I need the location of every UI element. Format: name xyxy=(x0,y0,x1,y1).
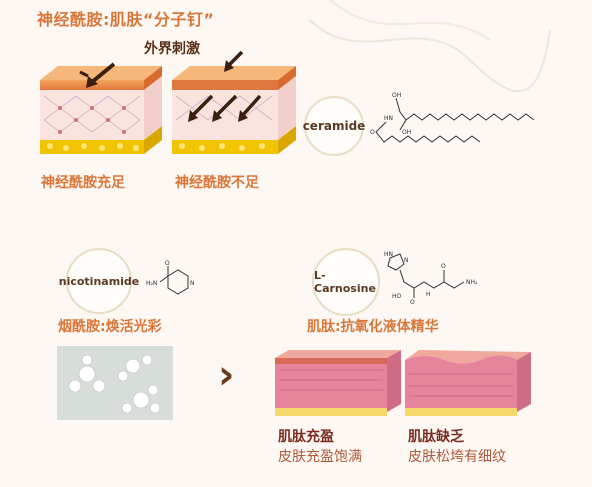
lack-subtitle: 皮肤松垮有细纹 xyxy=(408,449,506,465)
caption-insufficient: 神经酰胺不足 xyxy=(175,175,259,191)
nia-n: N xyxy=(190,280,195,287)
skin-block-healthy xyxy=(40,62,162,154)
nia-o: O xyxy=(165,260,170,267)
molecule-3d-image xyxy=(57,346,173,420)
skin-block-full xyxy=(275,350,401,416)
background-swirl xyxy=(309,0,551,93)
pep-h: H xyxy=(426,291,431,298)
niacinamide-title: 烟酰胺:焕活光彩 xyxy=(58,319,162,335)
mol-hn: HN xyxy=(384,115,393,122)
pep-o2: O xyxy=(441,263,446,270)
mol-oh-1: OH xyxy=(392,92,401,99)
nicotinamide-circle-label: nicotinamide xyxy=(59,248,139,314)
nicotinamide-molecule: O H₂N N xyxy=(146,260,195,295)
mol-o: O xyxy=(370,129,375,136)
full-subtitle: 皮肤充盈饱满 xyxy=(278,449,362,465)
external-stimulus-label: 外界刺激 xyxy=(144,41,200,57)
caption-sufficient: 神经酰胺充足 xyxy=(41,175,125,191)
nia-h2n: H₂N xyxy=(146,280,157,287)
pep-nh: HN xyxy=(384,251,393,258)
pep-n: N xyxy=(404,257,409,264)
chevron-right-icon: › xyxy=(218,352,235,398)
carnosine-circle-label: L-Carnosine xyxy=(312,248,380,316)
lack-title: 肌肽缺乏 xyxy=(408,429,464,445)
ceramide-circle-label: ceramide xyxy=(303,96,365,156)
skin-block-damaged xyxy=(172,50,296,154)
skin-block-lacking xyxy=(405,350,531,416)
ceramide-molecule: OH OH HN O xyxy=(370,92,535,143)
pep-nh2: NH₂ xyxy=(466,279,478,286)
carnosine-molecule: HN N O O NH₂ HO H xyxy=(384,251,478,304)
ceramide-section-title: 神经酰胺:肌肤“分子钉” xyxy=(37,10,215,29)
mol-oh-2: OH xyxy=(402,129,411,136)
full-title: 肌肽充盈 xyxy=(278,429,334,445)
pep-ho: HO xyxy=(392,293,402,300)
carnosine-title: 肌肽:抗氧化液体精华 xyxy=(307,319,439,335)
pep-o1: O xyxy=(410,299,415,304)
